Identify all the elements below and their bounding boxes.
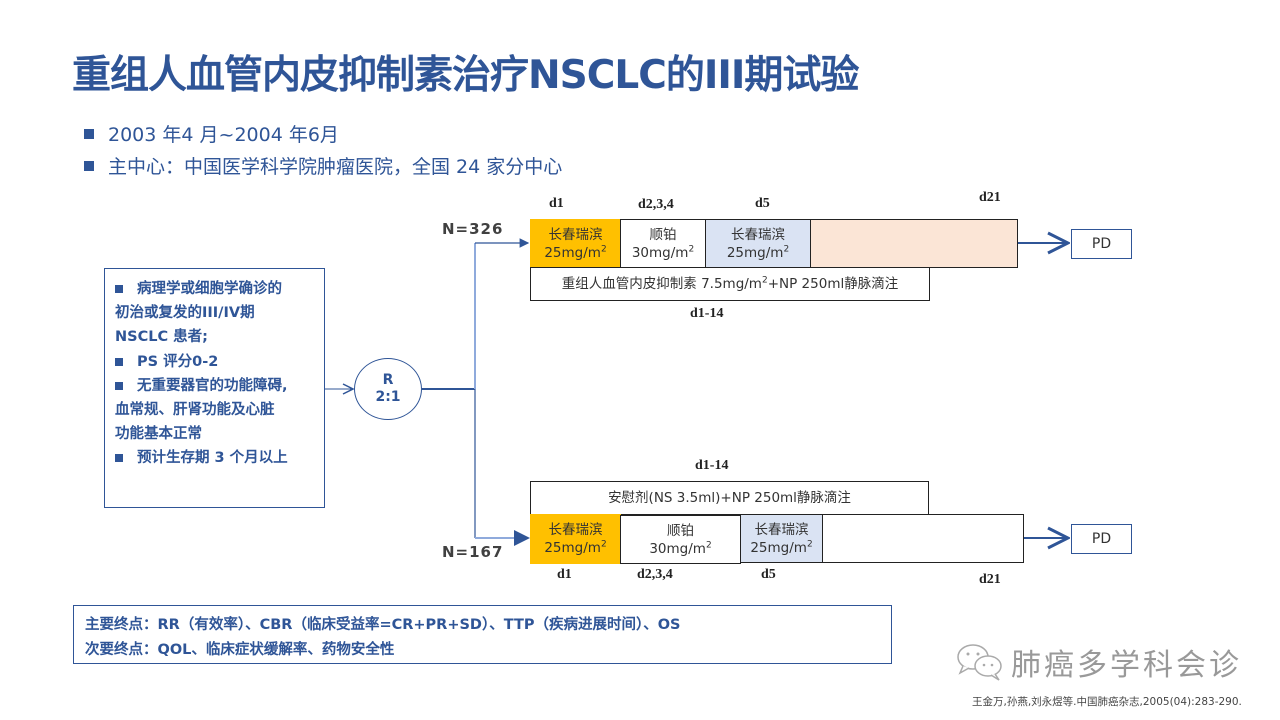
bottom-infusion-bar: 安慰剂(NS 3.5ml)+NP 250ml静脉滴注 xyxy=(530,481,929,515)
bullet-square-icon xyxy=(115,454,123,463)
watermark-text: 肺癌多学科会诊 xyxy=(1011,648,1242,683)
bottom-day-d234: d2,3,4 xyxy=(637,567,673,582)
bottom-cell-cisplatin: 顺铂 30mg/m2 xyxy=(620,515,741,564)
criteria-line: 初治或复发的III/IV期 xyxy=(115,305,255,322)
top-cell-rest-period xyxy=(810,219,1018,268)
criteria-line: 血常规、肝肾功能及心脏 xyxy=(115,402,275,419)
bottom-day-range: d1-14 xyxy=(695,458,729,473)
criteria-line: PS 评分0-2 xyxy=(115,350,318,374)
top-cell-vinorelbine-d1: 长春瑞滨 25mg/m2 xyxy=(530,219,621,268)
criteria-line: 预计生存期 3 个月以上 xyxy=(115,446,318,470)
top-cell-vinorelbine-d5: 长春瑞滨 25mg/m2 xyxy=(705,219,811,268)
primary-endpoints: 主要终点：RR（有效率）、CBR（临床受益率=CR+PR+SD）、TTP（疾病进… xyxy=(85,617,681,633)
randomization-node: R 2:1 xyxy=(354,358,422,420)
bottom-day-d21: d21 xyxy=(979,572,1001,587)
secondary-endpoints: 次要终点：QOL、临床症状缓解率、药物安全性 xyxy=(85,642,395,658)
bullet-dates: 2003 年4 月~2004 年6月 xyxy=(84,120,339,147)
bullet-square-icon xyxy=(115,357,123,366)
top-day-d21: d21 xyxy=(979,190,1001,205)
bullet-square-icon xyxy=(115,381,123,390)
bottom-day-d5: d5 xyxy=(761,567,776,582)
top-day-range: d1-14 xyxy=(690,306,724,321)
criteria-line: NSCLC 患者; xyxy=(115,329,208,346)
top-arm-n-label: N=326 xyxy=(442,220,504,238)
top-day-d1: d1 xyxy=(549,196,564,211)
top-day-d5: d5 xyxy=(755,196,770,211)
page-title: 重组人血管内皮抑制素治疗NSCLC的III期试验 xyxy=(72,53,859,98)
randomization-label: R xyxy=(382,372,394,388)
randomization-ratio: 2:1 xyxy=(375,389,401,405)
bullet-square-icon xyxy=(115,285,123,293)
top-infusion-bar: 重组人血管内皮抑制素 7.5mg/m2+NP 250ml静脉滴注 xyxy=(530,267,930,301)
citation: 王金万,孙燕,刘永煜等.中国肺癌杂志,2005(04):283-290. xyxy=(972,696,1242,708)
top-cell-cisplatin: 顺铂 30mg/m2 xyxy=(620,219,706,268)
bottom-day-d1: d1 xyxy=(557,567,572,582)
criteria-line: 功能基本正常 xyxy=(115,426,202,443)
bottom-cell-vinorelbine-d1: 长春瑞滨 25mg/m2 xyxy=(530,514,621,564)
bottom-cell-vinorelbine-d5: 长春瑞滨 25mg/m2 xyxy=(740,514,823,563)
top-day-d234: d2,3,4 xyxy=(638,197,674,212)
bottom-cell-rest-period xyxy=(822,514,1024,563)
wechat-icon xyxy=(957,644,1002,681)
bullet-square-icon xyxy=(84,128,94,139)
criteria-line: 无重要器官的功能障碍, xyxy=(115,374,318,398)
bullet-text: 主中心：中国医学科学院肿瘤医院，全国 24 家分中心 xyxy=(108,156,563,178)
bullet-text: 2003 年4 月~2004 年6月 xyxy=(108,124,339,146)
eligibility-criteria-box: 病理学或细胞学确诊的 初治或复发的III/IV期 NSCLC 患者; PS 评分… xyxy=(104,268,325,508)
top-outcome-pd: PD xyxy=(1071,229,1132,259)
bullet-square-icon xyxy=(84,160,94,171)
watermark: 肺癌多学科会诊 xyxy=(955,640,1242,684)
bullet-centers: 主中心：中国医学科学院肿瘤医院，全国 24 家分中心 xyxy=(84,152,562,179)
bottom-arm-n-label: N=167 xyxy=(442,543,504,561)
bottom-outcome-pd: PD xyxy=(1071,524,1132,554)
criteria-line: 病理学或细胞学确诊的 xyxy=(115,277,318,301)
endpoints-box: 主要终点：RR（有效率）、CBR（临床受益率=CR+PR+SD）、TTP（疾病进… xyxy=(73,605,892,664)
